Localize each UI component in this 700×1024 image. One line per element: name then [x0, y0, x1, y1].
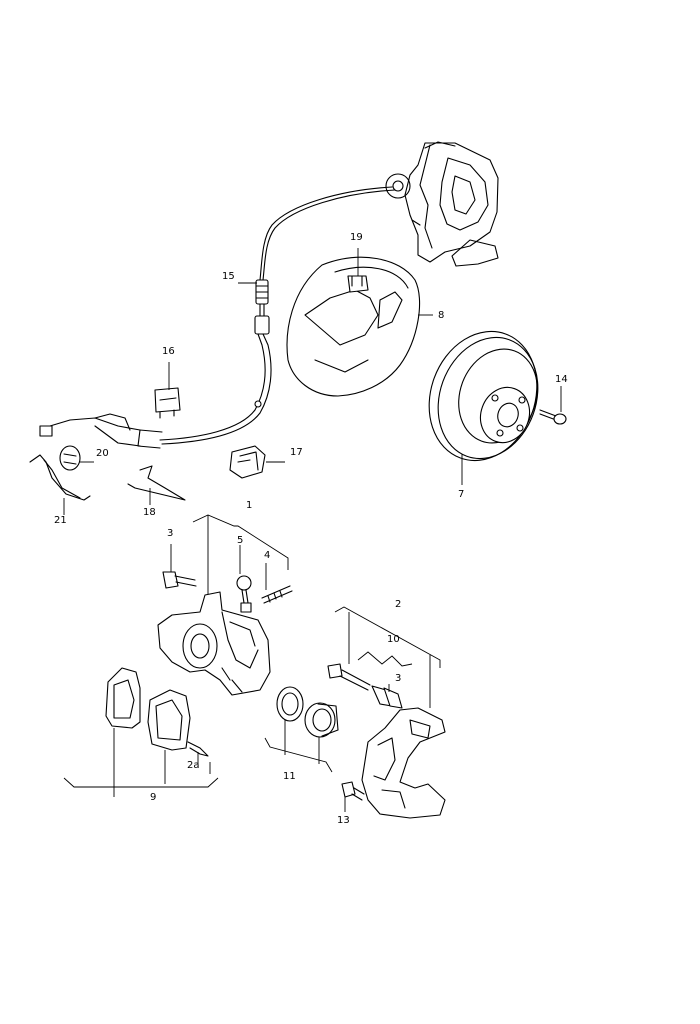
guide-bolts-4: [261, 585, 293, 604]
dust-shield: [286, 256, 421, 397]
brake-pads: [105, 667, 191, 751]
bolt-3-left: [162, 571, 197, 589]
spring-2a: [187, 741, 209, 757]
callout-3-right: 3: [395, 673, 401, 684]
callout-4: 4: [264, 550, 270, 561]
callout-14: 14: [555, 374, 568, 385]
guide-bolt-3-right: [327, 663, 403, 709]
callout-9: 9: [150, 792, 156, 803]
bleeder-valve-5: [236, 575, 252, 613]
callout-8: 8: [438, 310, 444, 321]
callout-17: 17: [290, 447, 303, 458]
clip-16: [154, 387, 181, 419]
callout-7: 7: [458, 489, 464, 500]
bolt-13: [341, 781, 365, 801]
seal-ring: [276, 686, 304, 722]
callout-5: 5: [237, 535, 243, 546]
clip-19: [347, 275, 369, 293]
callout-20: 20: [96, 448, 109, 459]
callout-labels: 15 19 8 16 14 7 17 20 21 18 1 3 5 4 2 10…: [54, 232, 568, 826]
callout-10: 10: [387, 634, 400, 645]
callout-21: 21: [54, 515, 67, 526]
callout-16: 16: [162, 346, 175, 357]
clamp-21: [29, 454, 91, 501]
screw-14: [539, 409, 567, 425]
callout-15: 15: [222, 271, 235, 282]
callout-2a: 2a: [187, 760, 200, 771]
leader-lines: [63, 248, 562, 812]
brake-cable: [39, 186, 396, 449]
callout-2: 2: [395, 599, 401, 610]
callout-11: 11: [283, 771, 296, 782]
callout-19: 19: [350, 232, 363, 243]
piston-boot: [304, 702, 339, 738]
callout-18: 18: [143, 507, 156, 518]
callout-3-left: 3: [167, 528, 173, 539]
plate-18: [127, 465, 186, 501]
callout-1: 1: [246, 500, 252, 511]
upper-caliper-assembly: [385, 141, 499, 267]
bracket-17: [229, 445, 266, 479]
caliper-carrier: [361, 707, 446, 819]
brake-disc: [428, 330, 539, 462]
caliper-body: [157, 591, 271, 696]
cap-20: [59, 445, 81, 471]
callout-13: 13: [337, 815, 350, 826]
